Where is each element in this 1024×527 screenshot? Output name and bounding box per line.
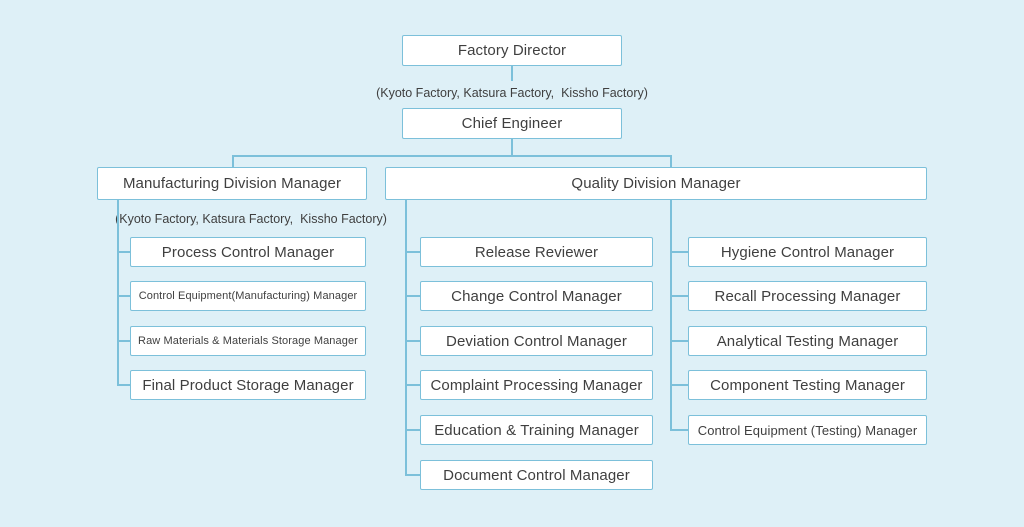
org-box-change-control-manager: Change Control Manager bbox=[420, 281, 653, 311]
org-box-factory-director: Factory Director bbox=[402, 35, 622, 66]
org-box-label: Control Equipment(Manufacturing) Manager bbox=[138, 290, 358, 302]
org-box-process-control-manager: Process Control Manager bbox=[130, 237, 366, 267]
org-box-manufacturing-division-manager: Manufacturing Division Manager bbox=[97, 167, 367, 200]
org-box-label: Factory Director bbox=[457, 42, 567, 59]
connector-stub bbox=[405, 295, 420, 297]
org-box-label: Change Control Manager bbox=[451, 287, 622, 305]
org-box-complaint-processing-manager: Complaint Processing Manager bbox=[420, 370, 653, 400]
org-box-label: Final Product Storage Manager bbox=[142, 376, 354, 394]
connector-stub bbox=[405, 429, 420, 431]
connector-stub bbox=[670, 429, 688, 431]
org-box-recall-processing-manager: Recall Processing Manager bbox=[688, 281, 927, 311]
org-box-label: Manufacturing Division Manager bbox=[122, 175, 342, 192]
org-box-analytical-testing-manager: Analytical Testing Manager bbox=[688, 326, 927, 356]
connector-manufacturing-trunk bbox=[117, 200, 119, 386]
connector-quality-col1-trunk bbox=[405, 200, 407, 476]
org-box-document-control-manager: Document Control Manager bbox=[420, 460, 653, 490]
org-box-label: Chief Engineer bbox=[461, 115, 563, 132]
org-box-component-testing-manager: Component Testing Manager bbox=[688, 370, 927, 400]
org-box-final-product-storage-manager: Final Product Storage Manager bbox=[130, 370, 366, 400]
org-box-label: Deviation Control Manager bbox=[446, 332, 627, 350]
org-box-control-equipment-testing-manager: Control Equipment (Testing) Manager bbox=[688, 415, 927, 445]
connector-stub bbox=[670, 295, 688, 297]
manufacturing-factories-note: (Kyoto Factory, Katsura Factory, Kissho … bbox=[115, 212, 387, 226]
connector-stub bbox=[405, 384, 420, 386]
connector-stub bbox=[670, 340, 688, 342]
top-factories-note: (Kyoto Factory, Katsura Factory, Kissho … bbox=[376, 86, 648, 100]
org-box-label: Process Control Manager bbox=[161, 243, 335, 261]
connector-stub bbox=[117, 295, 130, 297]
connector-director-to-note bbox=[511, 66, 513, 81]
connector-stub bbox=[405, 474, 420, 476]
org-box-education-training-manager: Education & Training Manager bbox=[420, 415, 653, 445]
connector-drop-manufacturing bbox=[232, 155, 234, 168]
org-box-label: Recall Processing Manager bbox=[714, 287, 901, 305]
connector-stub bbox=[670, 251, 688, 253]
org-box-label: Education & Training Manager bbox=[434, 421, 639, 439]
org-box-label: Analytical Testing Manager bbox=[716, 332, 899, 350]
org-box-raw-materials-storage-manager: Raw Materials & Materials Storage Manage… bbox=[130, 326, 366, 356]
org-box-deviation-control-manager: Deviation Control Manager bbox=[420, 326, 653, 356]
org-box-quality-division-manager: Quality Division Manager bbox=[385, 167, 927, 200]
connector-stub bbox=[117, 251, 130, 253]
org-box-label: Release Reviewer bbox=[474, 243, 599, 261]
org-box-label: Document Control Manager bbox=[443, 466, 630, 484]
connector-stub bbox=[670, 384, 688, 386]
connector-stub bbox=[405, 340, 420, 342]
org-box-label: Hygiene Control Manager bbox=[720, 243, 895, 261]
org-box-chief-engineer: Chief Engineer bbox=[402, 108, 622, 139]
connector-chief-down bbox=[511, 139, 513, 156]
org-box-release-reviewer: Release Reviewer bbox=[420, 237, 653, 267]
org-box-label: Control Equipment (Testing) Manager bbox=[697, 422, 918, 438]
connector-drop-quality bbox=[670, 155, 672, 168]
org-box-label: Raw Materials & Materials Storage Manage… bbox=[138, 335, 358, 347]
connector-divisions-horizontal bbox=[232, 155, 672, 157]
connector-stub bbox=[117, 340, 130, 342]
org-box-label: Complaint Processing Manager bbox=[430, 376, 643, 394]
org-box-label: Component Testing Manager bbox=[710, 376, 905, 394]
org-box-hygiene-control-manager: Hygiene Control Manager bbox=[688, 237, 927, 267]
connector-stub bbox=[117, 384, 130, 386]
connector-stub bbox=[405, 251, 420, 253]
org-box-label: Quality Division Manager bbox=[571, 175, 741, 192]
connector-quality-col2-trunk bbox=[670, 200, 672, 431]
org-box-control-equipment-manufacturing-manager: Control Equipment(Manufacturing) Manager bbox=[130, 281, 366, 311]
